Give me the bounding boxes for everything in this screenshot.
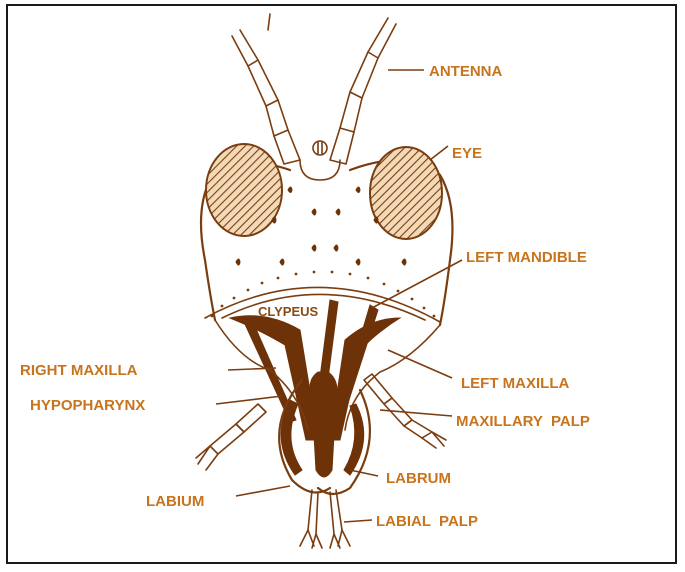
- right-maxillary-palp: [364, 374, 446, 448]
- right-eye: [370, 147, 442, 239]
- label-hypopharynx: HYPOPHARYNX: [30, 397, 145, 414]
- labrum: [310, 372, 337, 477]
- label-eye: EYE: [452, 145, 482, 162]
- left-eye: [206, 144, 282, 236]
- right-antenna: [330, 18, 396, 164]
- label-clypeus: CLYPEUS: [258, 304, 319, 319]
- label-left-mandible: LEFT MANDIBLE: [466, 249, 587, 266]
- clypeus: [205, 271, 440, 322]
- labial-palps: [300, 490, 350, 548]
- label-left-maxilla: LEFT MAXILLA: [461, 375, 569, 392]
- label-antenna: ANTENNA: [429, 63, 502, 80]
- left-antenna: [232, 14, 300, 164]
- label-labial-palp: LABIAL PALP: [376, 513, 478, 530]
- label-right-maxilla: RIGHT MAXILLA: [20, 362, 138, 379]
- label-labrum: LABRUM: [386, 470, 451, 487]
- left-maxillary-palp: [196, 404, 266, 470]
- label-maxillary-palp: MAXILLARY PALP: [456, 413, 590, 430]
- label-labium: LABIUM: [146, 493, 204, 510]
